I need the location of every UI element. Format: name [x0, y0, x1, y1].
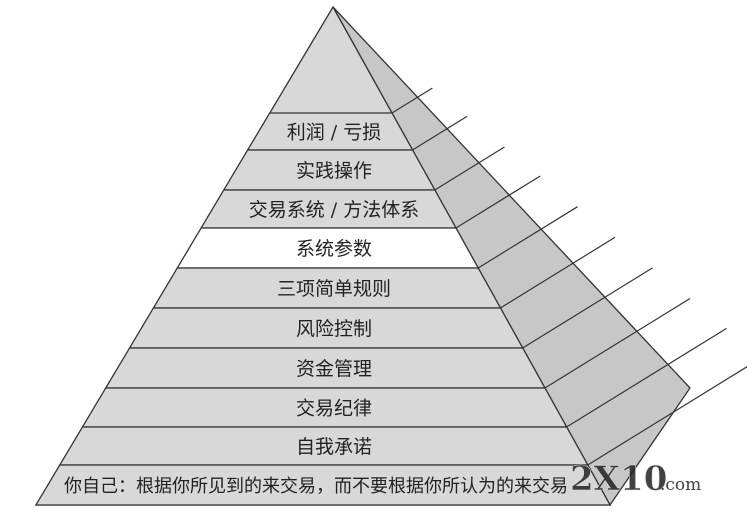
watermark: 2X10 .com	[570, 459, 702, 500]
pyramid-level-label: 资金管理	[296, 358, 372, 380]
watermark-brand: 2X10	[570, 459, 667, 499]
pyramid-level: 交易纪律	[81, 387, 568, 428]
pyramid-side-divisions	[391, 87, 747, 466]
side-division-line	[544, 297, 691, 389]
pyramid-level-label: 实践操作	[296, 160, 372, 182]
pyramid-level: 自我承诺	[58, 426, 589, 466]
side-division-line	[434, 146, 505, 191]
pyramid-level-label: 风险控制	[296, 318, 372, 340]
pyramid-level-label: 交易系统 / 方法体系	[249, 199, 419, 221]
watermark-suffix: .com	[660, 475, 701, 495]
pyramid-level-label: 三项简单规则	[277, 278, 391, 300]
side-division-line	[587, 366, 747, 466]
pyramid-level-label: 系统参数	[296, 238, 372, 260]
side-division-line	[566, 327, 727, 428]
pyramid-level-label: 自我承诺	[296, 436, 372, 458]
pyramid-level: 交易系统 / 方法体系	[200, 189, 457, 229]
pyramid-level-label: 交易纪律	[296, 398, 372, 420]
side-division-line	[455, 175, 541, 229]
side-division-line	[522, 267, 653, 349]
pyramid-level: 风险控制	[128, 307, 524, 349]
pyramid-level: 系统参数	[176, 227, 480, 269]
pyramid-level: 实践操作	[222, 149, 436, 191]
side-division-line	[412, 115, 468, 151]
pyramid-level-label: 你自己：根据你所见到的来交易，而不要根据你所认为的来交易	[64, 476, 568, 497]
pyramid-level: 资金管理	[104, 347, 546, 389]
pyramid-level: 三项简单规则	[152, 267, 502, 309]
pyramid-level: 利润 / 亏损	[246, 112, 414, 151]
side-division-line	[477, 206, 578, 269]
side-division-line	[500, 236, 616, 309]
pyramid-level: 你自己：根据你所见到的来交易，而不要根据你所认为的来交易	[34, 464, 612, 506]
pyramid-level-band	[34, 464, 612, 506]
pyramid-level-label: 利润 / 亏损	[287, 122, 381, 144]
side-division-line	[391, 87, 433, 114]
